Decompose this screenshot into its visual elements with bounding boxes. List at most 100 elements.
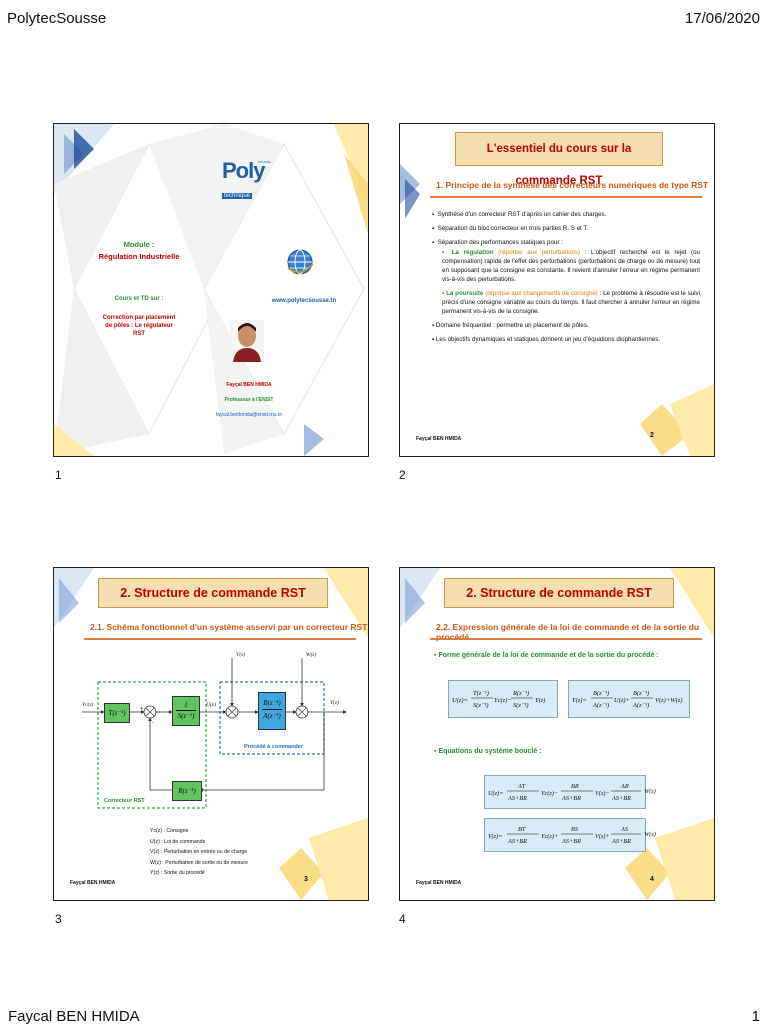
svg-text:A(z⁻¹): A(z⁻¹)	[632, 702, 649, 709]
bullet-text: Forme générale de la loi de commande et …	[438, 652, 659, 659]
svg-text:Yc(z)−: Yc(z)−	[541, 790, 558, 797]
regulation-title: La régulation	[451, 249, 494, 256]
svg-text:U(z)+: U(z)+	[614, 697, 630, 704]
svg-text:BR: BR	[571, 783, 579, 790]
svg-text:AS+BR: AS+BR	[611, 795, 631, 802]
svg-text:S(z⁻¹): S(z⁻¹)	[473, 702, 489, 709]
logo-word: Poly	[222, 158, 265, 183]
slide-1-number: 1	[55, 468, 62, 482]
svg-text:R(z⁻¹): R(z⁻¹)	[512, 690, 529, 697]
equation-U-formula: U(z)= T(z⁻¹)S(z⁻¹) Yc(z)− R(z⁻¹)S(z⁻¹) Y…	[452, 690, 545, 709]
equation-closed-loop-U-tail: W(z)	[644, 788, 656, 795]
bullet-5: Les objectifs dynamiques et statiques do…	[435, 336, 661, 343]
slide-3-section-title: 2.1. Schéma fonctionnel d'un système ass…	[90, 622, 368, 632]
document-header-left: PolytecSousse	[7, 10, 107, 27]
slide-3-page-number: 3	[304, 876, 308, 883]
author-role: Professeur à l'ENSIT	[224, 397, 274, 403]
legend-item: U(z) : Loi de commande	[150, 838, 206, 845]
svg-text:BT: BT	[518, 826, 526, 833]
module-name: Régulation Industrielle	[98, 252, 180, 261]
legend-item: Yc(z) : Consigne	[150, 828, 189, 834]
svg-text:V(z)+: V(z)+	[595, 833, 610, 840]
slide-4-author: Fayçal BEN HMIDA	[416, 880, 462, 886]
svg-text:B(z⁻¹): B(z⁻¹)	[593, 690, 609, 697]
legend-item: Y(z) : Sortie du procédé	[150, 870, 205, 876]
slide-3-number: 3	[55, 912, 62, 926]
document-header-date: 17/06/2020	[684, 10, 760, 27]
label-Yc: Yc(z)	[82, 702, 94, 708]
svg-text:S(z⁻¹): S(z⁻¹)	[513, 702, 529, 709]
label-W: W(z)	[306, 652, 317, 658]
svg-text:T(z⁻¹): T(z⁻¹)	[473, 690, 489, 697]
website-link[interactable]: www.polytecsousse.tn	[271, 298, 337, 304]
svg-text:Yc(z)−: Yc(z)−	[494, 697, 512, 704]
svg-text:+: +	[140, 706, 143, 712]
slide-2-banner: L'essentiel du cours sur la commande RST	[455, 132, 663, 187]
correcteur-label: Correcteur RST	[104, 798, 145, 804]
regulation-text: : L'objectif recherché est le rejet (ou …	[442, 249, 700, 283]
svg-text:Yc(z)+: Yc(z)+	[541, 833, 558, 840]
block-B-over-A: B(z⁻¹) A(z⁻¹)	[258, 692, 286, 730]
legend-item: V(z) : Perturbation en entrée ou de char…	[150, 849, 248, 855]
bullet-3: Séparation des performances statiques po…	[437, 239, 563, 246]
author-email[interactable]: faycal.benhmida@ensit.rnu.tn	[215, 412, 283, 418]
svg-text:U(z)=: U(z)=	[488, 790, 503, 797]
svg-text:BS: BS	[571, 826, 579, 833]
slide-4-background	[400, 568, 714, 900]
slide-2-page-number: 2	[650, 432, 654, 439]
legend-item: W(z) : Perturbation de sortie ou de mesu…	[150, 859, 249, 866]
signal-legend: Yc(z) : Consigne U(z) : Loi de commande …	[150, 826, 248, 879]
slide-2-number: 2	[399, 468, 406, 482]
slide-2-background	[400, 164, 714, 456]
svg-text:B(z⁻¹): B(z⁻¹)	[633, 690, 649, 697]
slide-2: L'essentiel du cours sur la commande RST…	[399, 123, 715, 457]
regulation-paren: (réponse aux perturbations)	[498, 249, 580, 256]
svg-text:AS+BR: AS+BR	[507, 795, 527, 802]
svg-text:U(z)=: U(z)=	[452, 697, 468, 704]
slide-4-banner: 2. Structure de commande RST	[444, 578, 674, 608]
logo-sousse: SOUSSE	[258, 160, 271, 164]
slide-1: Poly technique SOUSSE Module : Régulatio…	[53, 123, 369, 457]
equation-Y-formula: Y(z)= B(z⁻¹) A(z⁻¹) U(z)+ B(z⁻¹) A(z⁻¹) V(…	[572, 690, 683, 709]
slide-4-bullet-2: ▪ Equations du système bouclé :	[434, 748, 542, 755]
block-R: R(z⁻¹)	[172, 781, 202, 801]
slide-3-background	[54, 568, 368, 900]
block-S: 1 S(z⁻¹)	[172, 696, 200, 726]
block-A: A(z⁻¹)	[263, 712, 281, 720]
slide-4-page-number: 4	[650, 876, 654, 883]
block-T: T(z⁻¹)	[104, 703, 130, 723]
svg-text:AT: AT	[517, 783, 526, 790]
svg-text:Y(z)=: Y(z)=	[572, 697, 587, 704]
slide-2-content: ▪ Synthèse d'un correcteur RST d'après u…	[432, 211, 700, 343]
svg-text:AS+BR: AS+BR	[611, 838, 631, 845]
slide-4-section-title: 2.2. Expression générale de la loi de co…	[436, 622, 700, 642]
slide-3-banner: 2. Structure de commande RST	[98, 578, 328, 608]
slide-2-author: Fayçal BEN HMIDA	[416, 436, 462, 442]
slide-2-section-rule	[430, 196, 702, 198]
equation-Y: Y(z)= B(z⁻¹) A(z⁻¹) U(z)+ B(z⁻¹) A(z⁻¹) V(…	[568, 680, 690, 718]
slide-4-section-rule	[430, 638, 702, 640]
poursuite-title: La poursuite	[446, 290, 484, 297]
slide-4-bullet-1: ▪ Forme générale de la loi de commande e…	[434, 652, 659, 659]
slide-4-number: 4	[399, 912, 406, 926]
author-photo	[230, 320, 264, 362]
slide-4: 2. Structure de commande RST 2.2. Expres…	[399, 567, 715, 901]
svg-text:AR: AR	[620, 783, 629, 790]
bullet-text: Equations du système bouclé :	[438, 748, 542, 755]
slide-3-section-rule	[84, 638, 356, 640]
svg-text:AS+BR: AS+BR	[561, 838, 581, 845]
bullet-2: Séparation du bloc correcteur en trois p…	[437, 225, 589, 232]
slide-2-section-title: 1. Principe de la synthèse des correcteu…	[436, 180, 709, 190]
globe-icon	[287, 249, 314, 275]
course-label: Cours et TD sur :	[114, 296, 164, 302]
poursuite-paren: (réponse aux changements de consigne)	[485, 290, 598, 297]
svg-text:V(z)+W(z): V(z)+W(z)	[655, 697, 683, 704]
bullet-1: Synthèse d'un correcteur RST d'après un …	[437, 211, 607, 218]
svg-text:Y(z)=: Y(z)=	[488, 833, 502, 840]
course-title: Correction par placement de pôles : Le r…	[102, 315, 176, 337]
svg-text:A(z⁻¹): A(z⁻¹)	[592, 702, 609, 709]
logo-subword: technique	[222, 193, 253, 199]
